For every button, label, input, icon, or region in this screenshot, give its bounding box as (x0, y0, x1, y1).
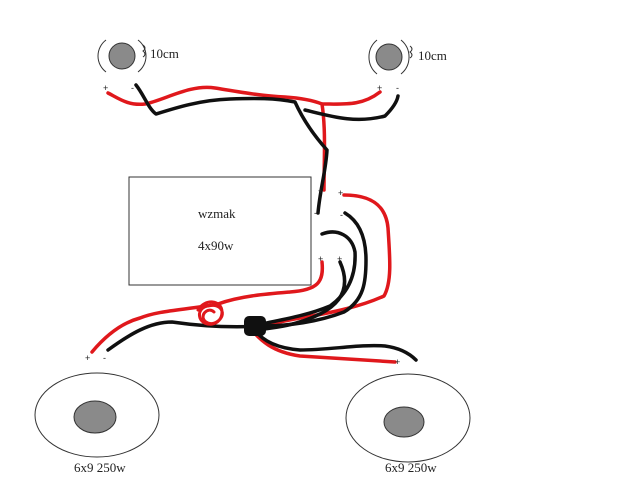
front-positive-wire-right (320, 90, 382, 106)
amplifier-box (128, 176, 312, 286)
wire-junction (244, 316, 266, 336)
amp-front-minus: - (314, 208, 317, 218)
rear-negative-wire-b (260, 230, 357, 326)
rear-right-negative-wire (253, 328, 418, 362)
front-right-speaker-label: 10cm (418, 48, 447, 63)
rear-wiring (90, 193, 418, 364)
amplifier-name: wzmak (198, 206, 236, 221)
rear-right-plus: + (395, 357, 400, 367)
rear-right-speaker-label: 6x9 250w (385, 460, 437, 475)
amp-front-plus: + (318, 186, 323, 196)
rear-right-speaker: 6x9 250w (345, 373, 471, 475)
front-negative-wire (134, 83, 329, 215)
rear-negative-wire-c (253, 260, 347, 332)
front-positive-wire (106, 85, 327, 192)
front-left-speaker: 10cm (97, 39, 179, 73)
rear-left-minus: - (103, 353, 106, 363)
amplifier-power: 4x90w (198, 238, 234, 253)
rear-left-speaker-cone (73, 400, 117, 434)
front-left-plus: + (103, 83, 108, 93)
polarity-markers: + - + - + + - - + + + - + (85, 83, 400, 367)
front-right-speaker-cone (375, 43, 403, 71)
amp-front-right-minus: - (340, 210, 343, 220)
rear-left-speaker-label: 6x9 250w (74, 460, 126, 475)
front-left-speaker-label: 10cm (150, 46, 179, 61)
rear-left-plus: + (85, 353, 90, 363)
front-left-speaker-cone (108, 42, 136, 70)
amp-front-right-plus: + (338, 188, 343, 198)
front-right-plus: + (377, 83, 382, 93)
amplifier: wzmak 4x90w (128, 176, 312, 286)
rear-right-positive-wire (248, 193, 397, 364)
rear-left-speaker: 6x9 250w (34, 372, 160, 475)
front-negative-wire-right (303, 94, 400, 122)
knot-red-loops (196, 300, 224, 326)
front-right-speaker: 10cm (368, 39, 447, 75)
amp-rear-plus: + (318, 254, 323, 264)
amp-rear-right-plus: + (337, 254, 342, 264)
rear-right-speaker-cone (383, 406, 425, 438)
front-left-minus: - (131, 83, 134, 93)
front-right-minus: - (396, 83, 399, 93)
front-wiring (106, 83, 400, 215)
